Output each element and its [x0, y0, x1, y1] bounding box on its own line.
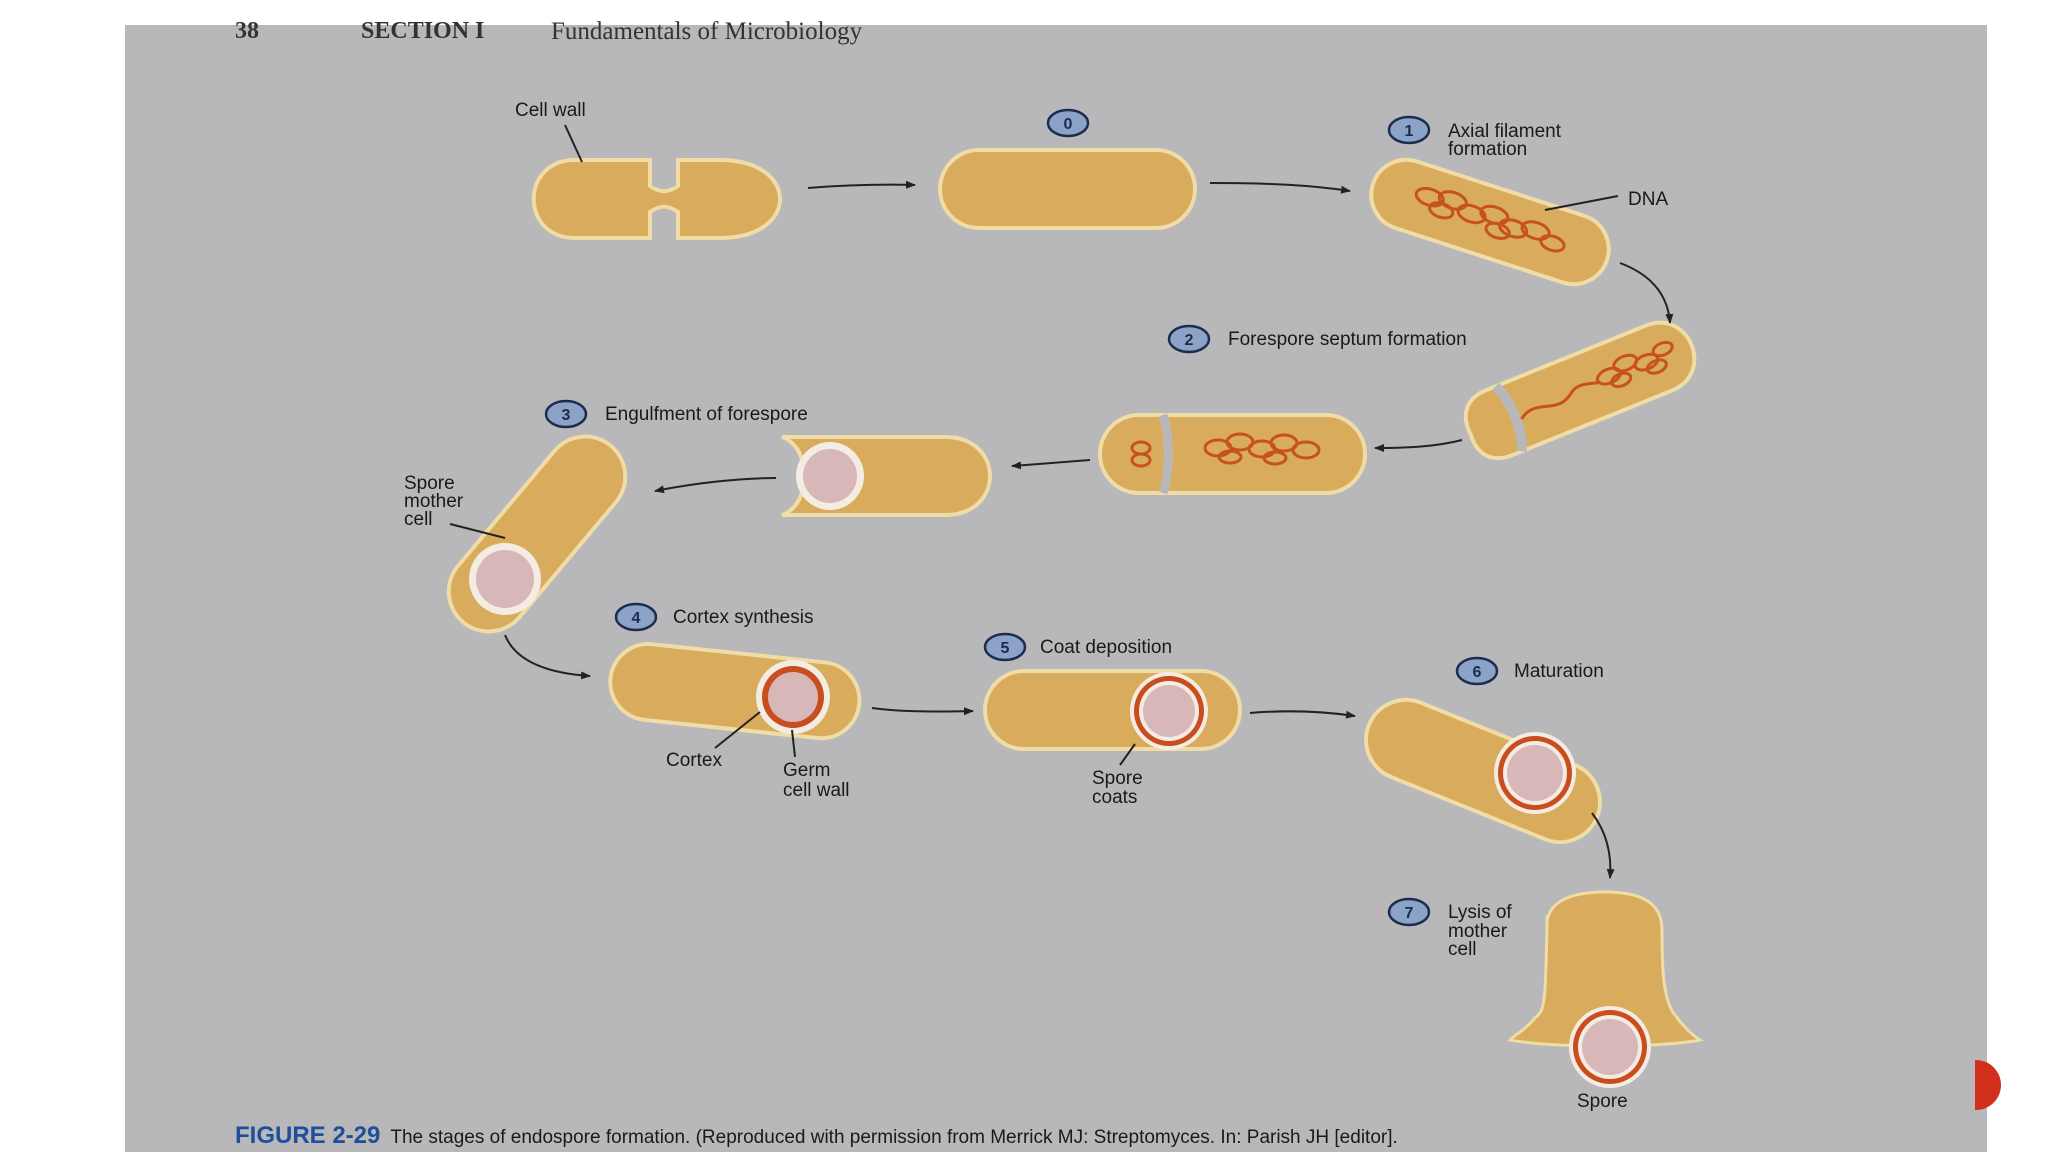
germ-cell-wall-label-line1: Germ	[783, 760, 831, 781]
maturation-label: Maturation	[1514, 661, 1604, 682]
cortex-label: Cortex	[666, 750, 722, 771]
step-5-badge: 5	[983, 632, 1027, 662]
dna-leader	[1544, 195, 1619, 211]
step-4-number: 4	[632, 610, 641, 627]
step-0-badge: 0	[1046, 108, 1090, 138]
arrow-septated-to-3	[1011, 459, 1091, 470]
step-0-number: 0	[1064, 116, 1073, 133]
spore-coats-label-line2: coats	[1092, 787, 1137, 808]
arrow-1-to-2	[1619, 262, 1674, 324]
cortex-synthesis-label: Cortex synthesis	[673, 607, 813, 628]
step-1-number: 1	[1405, 123, 1414, 140]
spore-mother-label-line2: mother	[404, 491, 464, 512]
stage-2-cell	[1463, 320, 1697, 461]
lysis-label-line3: cell	[1448, 939, 1477, 960]
figure-number: FIGURE 2-29	[235, 1122, 381, 1149]
lysis-label-line2: mother	[1448, 921, 1508, 942]
section-title: Fundamentals of Microbiology	[551, 18, 863, 45]
germ-cell-wall-label-line2: cell wall	[783, 780, 850, 801]
germ-cell-wall-leader	[791, 729, 796, 758]
arrow-divide-to-0	[807, 180, 916, 189]
stage-5-spore-core	[1143, 685, 1195, 737]
cortex-leader	[714, 711, 761, 749]
page-number: 38	[235, 18, 259, 44]
spore-mother-leader	[449, 523, 506, 539]
axial-filament-label-line1: Axial filament	[1448, 121, 1562, 142]
dna-label: DNA	[1628, 189, 1668, 210]
engulfment-label: Engulfment of forespore	[605, 404, 808, 425]
step-2-number: 2	[1185, 332, 1194, 349]
septated-cell	[1098, 413, 1367, 495]
stage-3-cell	[781, 435, 992, 517]
spore-label: Spore	[1577, 1091, 1628, 1112]
coat-deposition-label: Coat deposition	[1040, 637, 1172, 658]
spore-mother-forespore-core	[476, 550, 534, 608]
step-5-number: 5	[1001, 640, 1010, 657]
stage-4-spore-core	[768, 672, 818, 722]
step-3-number: 3	[562, 407, 571, 424]
lysis-label-line1: Lysis of	[1448, 902, 1512, 923]
step-3-badge: 3	[544, 399, 588, 429]
cell-wall-label: Cell wall	[515, 100, 586, 121]
step-4-badge: 4	[614, 602, 658, 632]
step-2-badge: 2	[1167, 324, 1211, 354]
arrow-5-to-6	[1249, 710, 1356, 719]
stage-7-lysed-cell	[1506, 890, 1704, 1048]
free-spore-core	[1582, 1019, 1638, 1075]
spore-coats-leader	[1119, 743, 1136, 766]
spore-mother-label-line1: Spore	[404, 473, 455, 494]
arrow-3-to-mother	[654, 477, 777, 494]
spore-coats-label-line1: Spore	[1092, 768, 1143, 789]
spore-mother-label-line3: cell	[404, 509, 433, 530]
stage-6-spore-core	[1507, 745, 1563, 801]
stage-1-cell	[1369, 157, 1611, 287]
step-6-badge: 6	[1455, 656, 1499, 686]
arrow-6-to-7	[1591, 812, 1615, 879]
step-6-number: 6	[1473, 664, 1482, 681]
step-1-badge: 1	[1387, 115, 1431, 145]
axial-filament-label-line2: formation	[1448, 139, 1527, 160]
arrow-0-to-1	[1209, 182, 1351, 194]
spore-mother-cell	[446, 434, 628, 634]
section-label: SECTION I	[361, 18, 485, 44]
figure-caption-text: The stages of endospore formation. (Repr…	[390, 1127, 1398, 1148]
dividing-cell	[531, 158, 782, 240]
cell-wall-leader	[564, 124, 583, 163]
step-7-number: 7	[1405, 905, 1414, 922]
forespore-septum-label: Forespore septum formation	[1228, 329, 1467, 350]
step-7-badge: 7	[1387, 897, 1431, 927]
arrow-4-to-5	[871, 707, 974, 716]
figure-caption: FIGURE 2-29 The stages of endospore forma…	[235, 1122, 1398, 1150]
arrow-2-to-septated	[1374, 439, 1463, 452]
stage-0-cell	[938, 148, 1197, 230]
arrow-mother-to-4	[504, 634, 591, 680]
